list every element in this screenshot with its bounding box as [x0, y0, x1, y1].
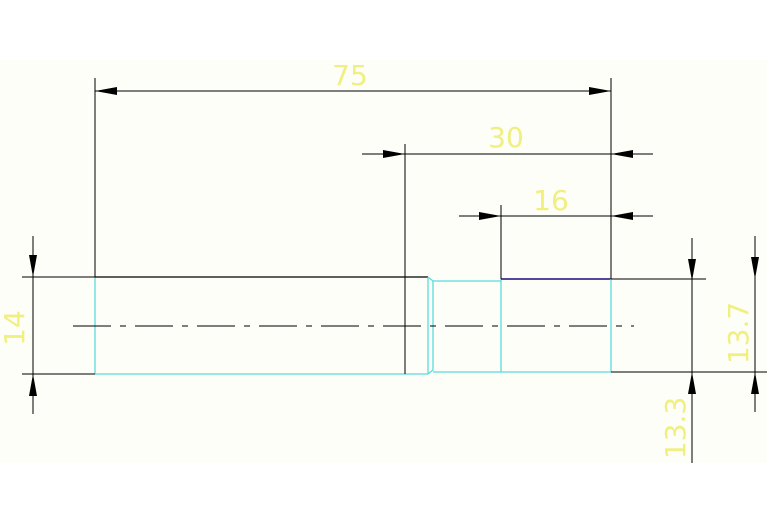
- dimension-step-length[interactable]: 30: [362, 121, 653, 158]
- dim-30-text: 30: [488, 121, 524, 154]
- dimension-neck-diameter[interactable]: 13.3: [659, 238, 696, 463]
- dimension-section-length[interactable]: 16: [459, 184, 653, 220]
- chamfer-top: [427, 276, 434, 282]
- chamfer-bottom: [427, 369, 434, 375]
- dimension-left-diameter[interactable]: 14: [0, 236, 37, 414]
- dim-75-text: 75: [332, 59, 368, 92]
- drawing-sheet: [0, 60, 767, 463]
- shaft-outline: [94, 276, 612, 375]
- dimension-right-diameter[interactable]: 13.7: [722, 236, 759, 412]
- extension-lines: [22, 78, 767, 375]
- dimension-overall-length[interactable]: 75: [95, 59, 611, 95]
- dim-14-text: 14: [0, 310, 31, 346]
- dim-13-3-text: 13.3: [659, 397, 692, 459]
- dim-16-text: 16: [533, 184, 569, 217]
- dim-13-7-text: 13.7: [722, 302, 755, 364]
